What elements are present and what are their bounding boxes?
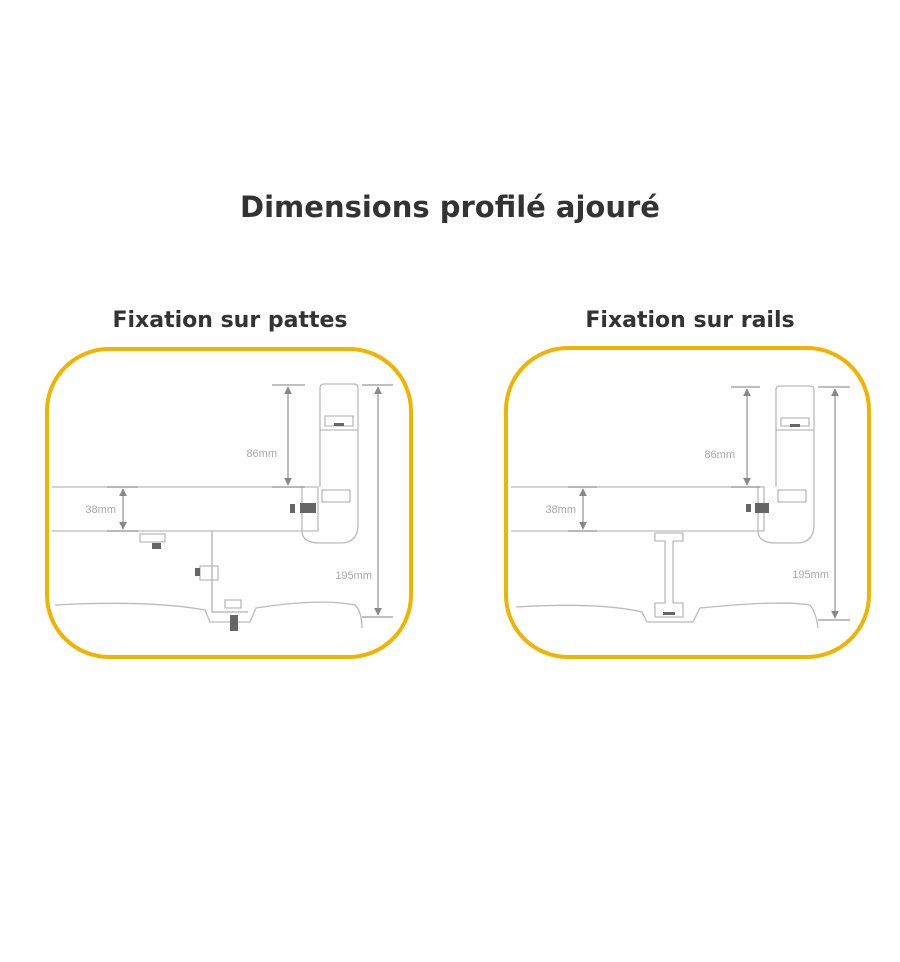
dim-label-38: 38mm: [545, 504, 576, 516]
mounting-bracket: [211, 531, 248, 613]
dim-label-195: 195mm: [335, 570, 372, 582]
profile-bar: [52, 486, 319, 532]
panel-frame: [45, 347, 413, 659]
panel-rails: 86mm 38mm 195mm: [504, 346, 871, 659]
panel-title-pattes: Fixation sur pattes: [112, 308, 348, 333]
dim-label-86: 86mm: [246, 448, 277, 460]
panel-frame: [504, 346, 871, 659]
vehicle-roof: [515, 602, 819, 629]
dim-label-195: 195mm: [792, 569, 829, 581]
panel-title-rails: Fixation sur rails: [585, 308, 795, 333]
roof-rail: [654, 532, 684, 618]
bracket-body: [757, 430, 815, 544]
page-title: Dimensions profilé ajouré: [240, 190, 660, 224]
bracket-top: [319, 383, 359, 431]
dim-label-38: 38mm: [85, 504, 116, 516]
panel-pattes: 86mm 38mm 195mm: [45, 347, 413, 659]
bracket-top: [775, 385, 815, 431]
dim-label-86: 86mm: [704, 449, 735, 461]
bracket-body: [301, 430, 359, 544]
vehicle-roof: [54, 601, 363, 629]
